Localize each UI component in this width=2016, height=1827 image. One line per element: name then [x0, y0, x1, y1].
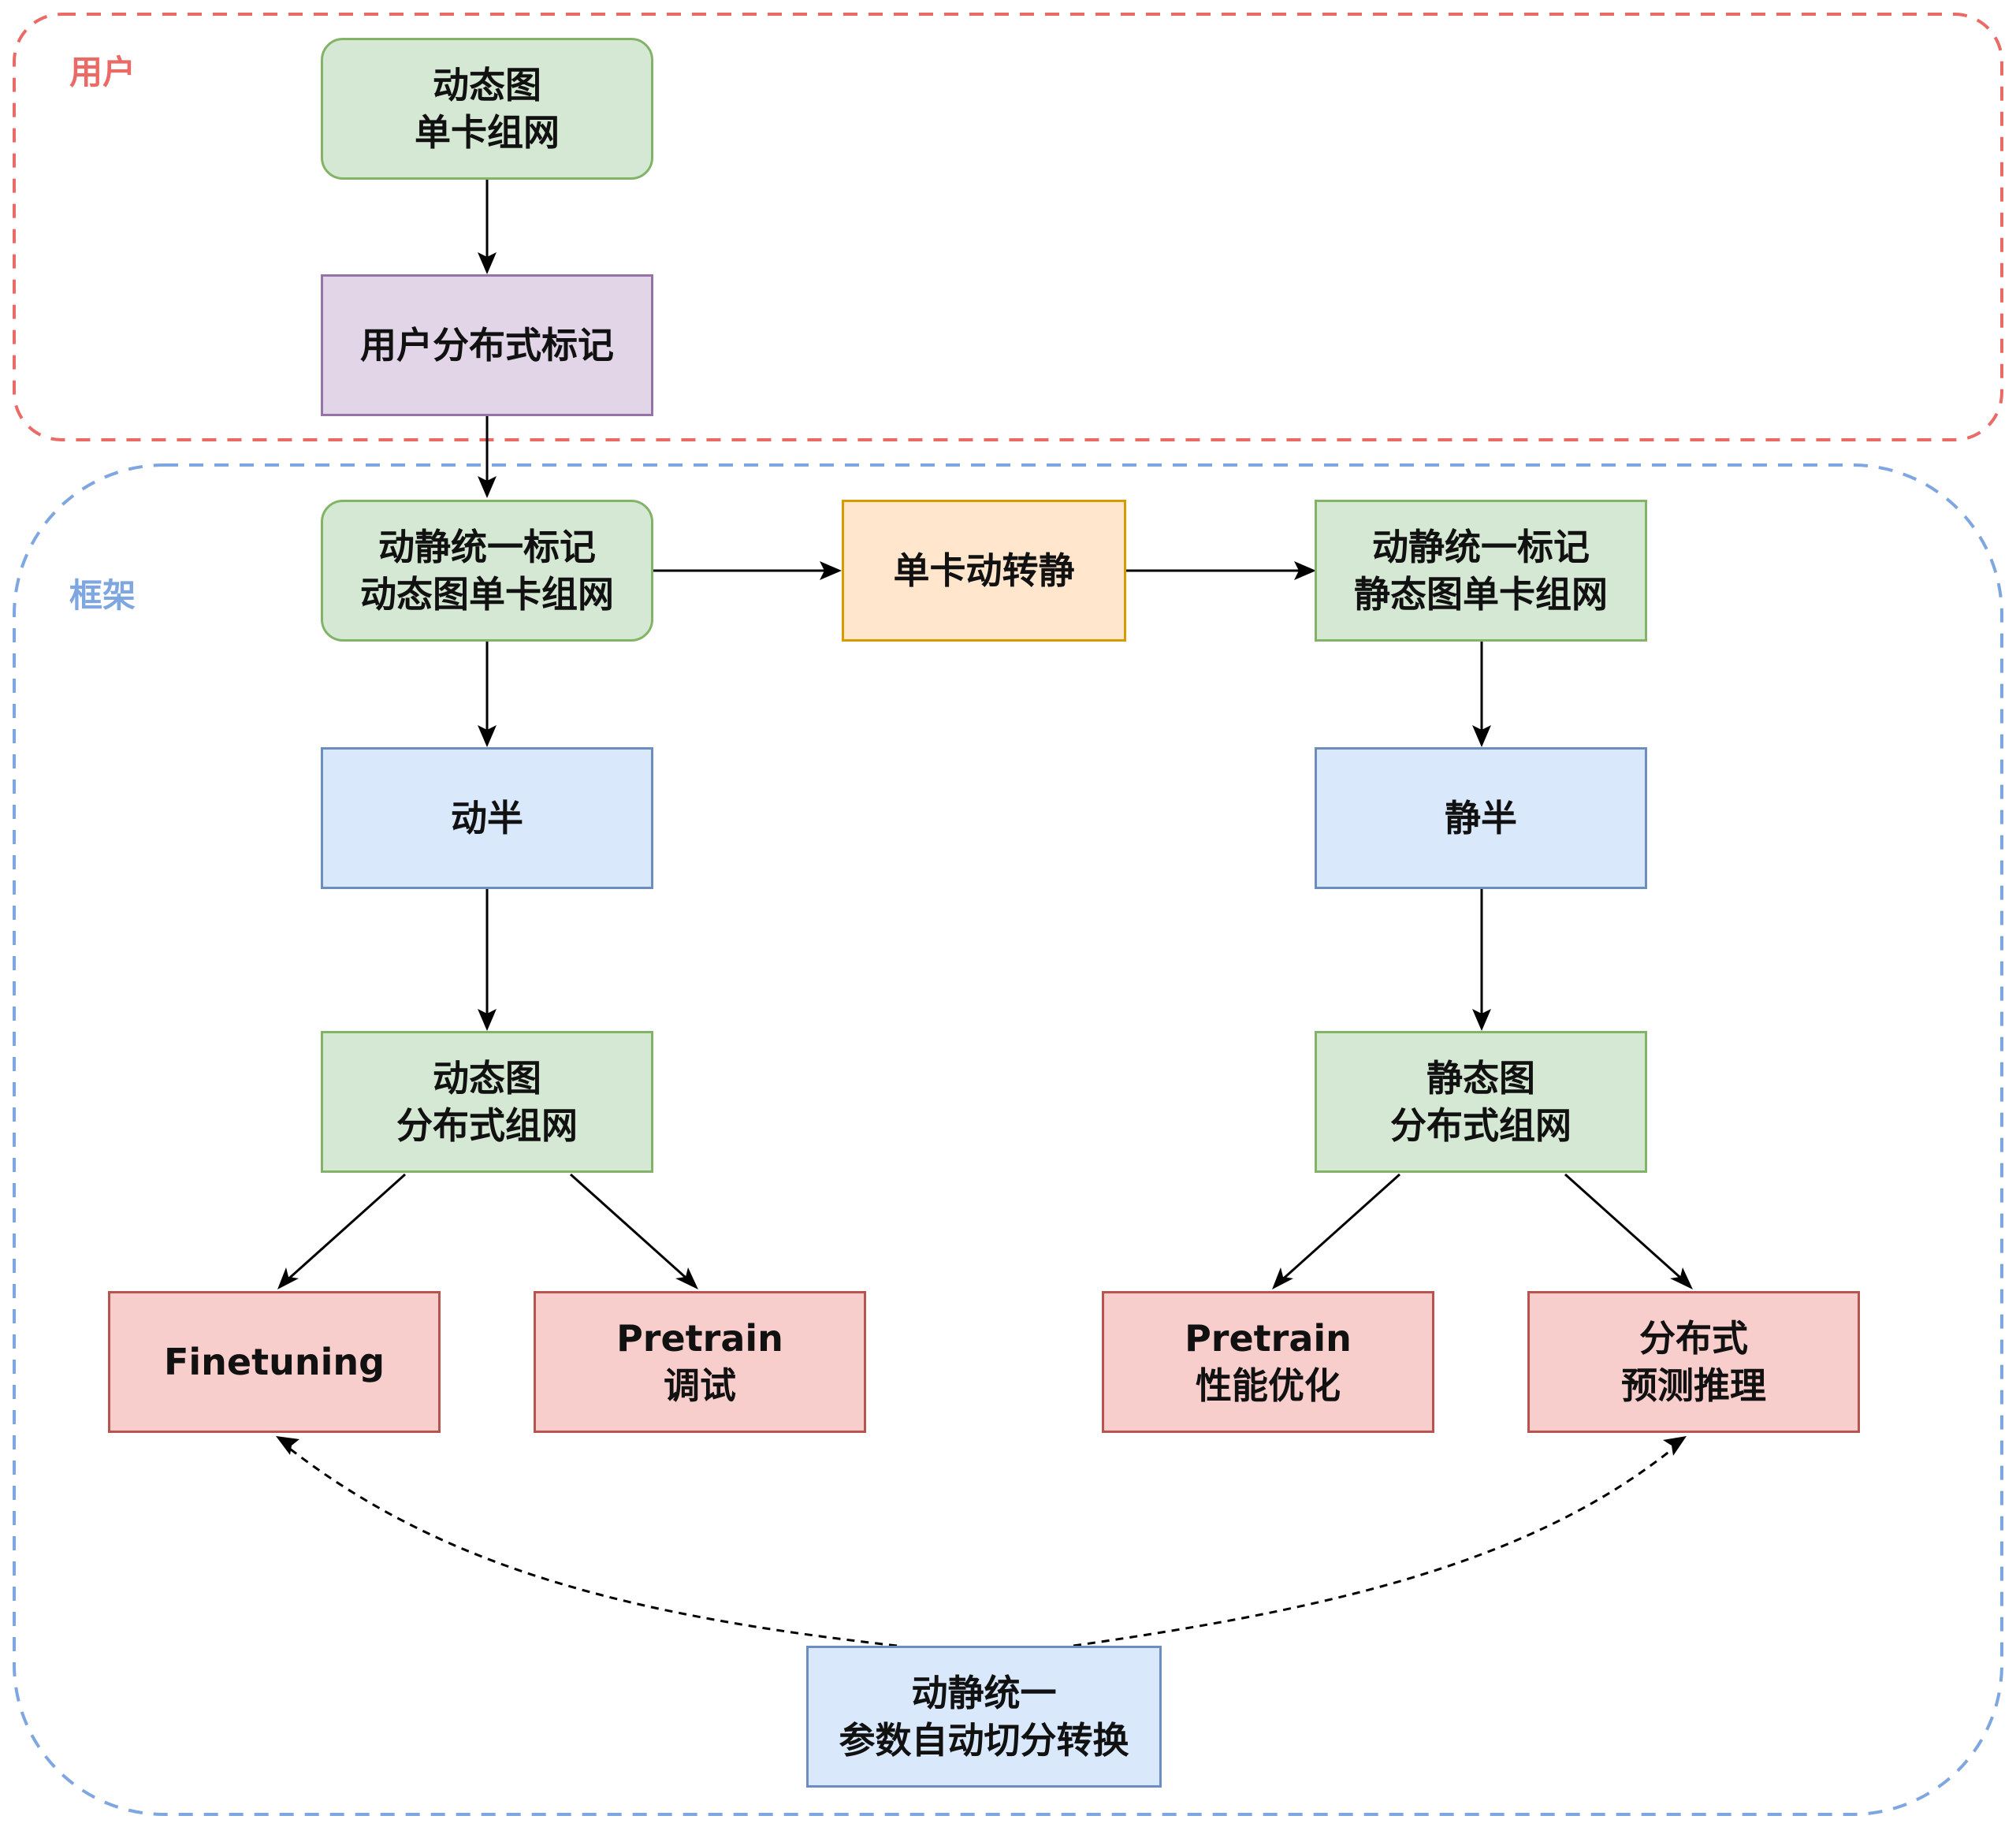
node-unified-mark-dygraph-line1: 动静统一标记	[378, 526, 596, 568]
node-dist-inference-line1: 分布式	[1639, 1317, 1748, 1360]
node-unified-mark-dygraph: 动静统一标记 动态图单卡组网	[321, 500, 653, 642]
node-static-dist-line1: 静态图	[1426, 1057, 1535, 1100]
framework-group-label: 框架	[69, 576, 136, 615]
arrow-static-dist-to-dist-inference	[1564, 1173, 1688, 1285]
arrowhead-unified-mark-to-dynamic-semi	[478, 725, 497, 747]
node-pretrain-perf: Pretrain 性能优化	[1102, 1291, 1434, 1433]
node-static-dist-line2: 分布式组网	[1390, 1104, 1572, 1147]
arrowhead-static-dist-to-dist-inference	[1670, 1267, 1693, 1289]
node-static-semi-line1: 静半	[1445, 797, 1517, 839]
node-static-semi: 静半	[1315, 747, 1647, 889]
node-dynamic-semi-line1: 动半	[451, 797, 523, 839]
node-unified-mark-static-line1: 动静统一标记	[1372, 526, 1590, 568]
node-single-card-d2s: 单卡动转静	[842, 500, 1126, 642]
arrow-static-dist-to-pretrain-perf	[1277, 1173, 1401, 1285]
node-pretrain-perf-line2: 性能优化	[1196, 1364, 1341, 1407]
arrowhead-d2s-to-unified-static	[1294, 561, 1316, 580]
user-group-label: 用户	[69, 53, 136, 91]
node-dygraph-dist-line2: 分布式组网	[396, 1104, 578, 1147]
node-pretrain-debug-line2: 调试	[664, 1364, 736, 1407]
node-pretrain-debug-line1: Pretrain	[616, 1317, 783, 1360]
node-single-card-d2s-line1: 单卡动转静	[893, 549, 1075, 592]
arrow-dygraph-dist-to-pretrain-debug	[569, 1173, 694, 1285]
node-dygraph-single-card-line2: 单卡组网	[415, 111, 560, 154]
node-dygraph-dist-line1: 动态图	[433, 1057, 541, 1100]
arrowhead-dygraph-to-user-mark	[478, 252, 497, 274]
node-unified-mark-static-line2: 静态图单卡组网	[1354, 573, 1608, 616]
node-param-auto-convert: 动静统一 参数自动切分转换	[806, 1646, 1162, 1788]
arrowhead-dygraph-dist-to-finetuning	[277, 1267, 299, 1289]
node-dist-inference: 分布式 预测推理	[1527, 1291, 1860, 1433]
node-user-dist-mark: 用户分布式标记	[321, 274, 653, 416]
node-finetuning-line1: Finetuning	[163, 1341, 385, 1383]
node-param-auto-convert-line1: 动静统一	[911, 1672, 1057, 1714]
arrowhead-static-dist-to-pretrain-perf	[1272, 1267, 1293, 1289]
node-finetuning: Finetuning	[108, 1291, 441, 1433]
arrow-dygraph-dist-to-finetuning	[282, 1173, 407, 1285]
node-dygraph-single-card: 动态图 单卡组网	[321, 38, 653, 180]
node-user-dist-mark-line1: 用户分布式标记	[360, 324, 614, 367]
node-dygraph-single-card-line1: 动态图	[433, 64, 541, 106]
framework-group-border	[13, 463, 2003, 1816]
node-pretrain-debug: Pretrain 调试	[534, 1291, 866, 1433]
node-param-auto-convert-line2: 参数自动切分转换	[839, 1719, 1129, 1762]
node-pretrain-perf-line1: Pretrain	[1185, 1317, 1352, 1360]
dashed-arrow-to-dist-inference	[1073, 1442, 1679, 1647]
node-dynamic-semi: 动半	[321, 747, 653, 889]
arrowhead-user-mark-to-unified-mark	[478, 476, 497, 498]
arrowhead-unified-static-to-static-semi	[1472, 725, 1491, 747]
dashed-arrow-to-finetuning	[283, 1442, 898, 1647]
node-dist-inference-line2: 预测推理	[1621, 1364, 1766, 1407]
arrowhead-dygraph-dist-to-pretrain-debug	[675, 1267, 698, 1289]
dashed-arrowhead-dist-inference	[1663, 1436, 1687, 1456]
node-unified-mark-dygraph-line2: 动态图单卡组网	[360, 573, 614, 616]
node-static-dist: 静态图 分布式组网	[1315, 1031, 1647, 1173]
arrowhead-dynamic-semi-to-dygraph-dist	[478, 1009, 497, 1031]
dashed-arrowhead-finetuning	[276, 1436, 299, 1455]
arrowhead-unified-mark-to-d2s	[820, 561, 842, 580]
arrowhead-static-semi-to-static-dist	[1472, 1009, 1491, 1031]
node-dygraph-dist: 动态图 分布式组网	[321, 1031, 653, 1173]
user-group-border	[13, 13, 2003, 441]
node-unified-mark-static: 动静统一标记 静态图单卡组网	[1315, 500, 1647, 642]
